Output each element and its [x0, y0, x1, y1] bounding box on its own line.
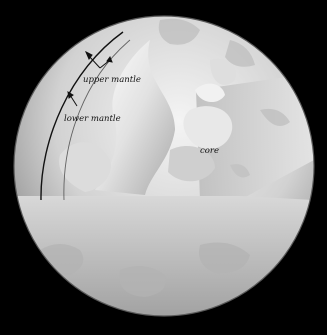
label-lower-mantle: lower mantle — [64, 114, 121, 124]
label-core: core — [200, 146, 219, 156]
label-upper-mantle: upper mantle — [83, 75, 141, 85]
